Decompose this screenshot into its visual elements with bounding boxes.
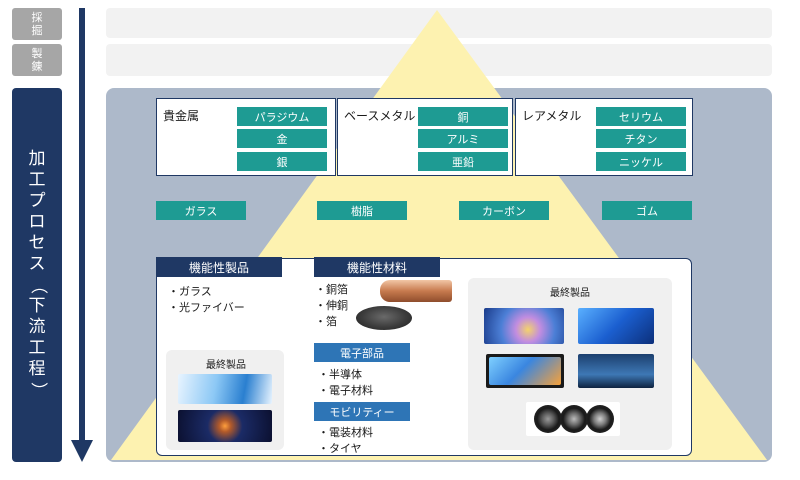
category-title: ベースメタル: [344, 109, 416, 123]
copper-foil-image: [380, 280, 452, 302]
category-title: 貴金属: [163, 109, 200, 123]
stage-processing-char: プ: [28, 191, 46, 211]
process-arrow-shaft: [79, 8, 85, 442]
bullet-item: ・タイヤ: [318, 442, 362, 455]
bullet-item: ・箔: [315, 315, 337, 328]
bullet-item: ・半導体: [318, 368, 362, 381]
final-products-right-panel: 最終製品: [468, 278, 672, 450]
material-glass: ガラス: [156, 201, 246, 220]
stage-mining-char: 採: [31, 11, 43, 24]
stage-processing-char: 流: [28, 317, 46, 337]
stage-processing-char: 程: [28, 359, 46, 379]
stage-mining-char: 掘: [31, 24, 43, 37]
final-products-title: 最終製品: [550, 288, 590, 299]
stage-processing-char: 加: [28, 149, 46, 169]
tablet-image: [486, 354, 564, 388]
bullet-item: ・銅箔: [315, 283, 348, 296]
functional-materials-tab: 機能性材料: [314, 257, 440, 277]
stage-refining-char: 製: [31, 47, 43, 60]
final-products-title: 最終製品: [206, 360, 246, 371]
category-title: レアメタル: [522, 109, 582, 123]
process-arrow-head: [71, 440, 93, 462]
category-base-metals: ベースメタル 銅 アルミ 亜鉛: [337, 98, 513, 176]
bullet-item: ・電子材料: [318, 384, 373, 397]
car-image: [578, 354, 654, 388]
bullet-item: ・ガラス: [168, 285, 212, 298]
material-chip: アルミ: [418, 129, 508, 148]
stage-processing-char: 工: [28, 338, 46, 358]
material-chip: ニッケル: [596, 152, 686, 171]
bullet-item: ・電装材料: [318, 426, 373, 439]
material-chip: 銀: [237, 152, 327, 171]
mobility-tab: モビリティー: [314, 402, 410, 421]
stage-processing-char: セ: [28, 233, 46, 253]
stage-mining: 採 掘: [12, 8, 62, 40]
functional-products-tab: 機能性製品: [156, 257, 282, 277]
material-chip: セリウム: [596, 107, 686, 126]
stage-processing: 加 工 プ ロ セ ス （ 下 流 工 程 ）: [12, 88, 62, 462]
stage-refining: 製 錬: [12, 44, 62, 76]
final-products-left-panel: 最終製品: [166, 350, 284, 450]
category-rare-metals: レアメタル セリウム チタン ニッケル: [515, 98, 693, 176]
material-resin: 樹脂: [317, 201, 407, 220]
material-carbon: カーボン: [459, 201, 549, 220]
fiber-cable-image: [178, 410, 272, 442]
bullet-item: ・伸銅: [315, 299, 348, 312]
stage-processing-char: 工: [28, 170, 46, 190]
stage-processing-char: 下: [28, 296, 46, 316]
material-chip: 亜鉛: [418, 152, 508, 171]
chip-image: [578, 308, 654, 344]
stage-processing-char: ス: [28, 254, 46, 274]
optical-fiber-image: [178, 374, 272, 404]
copper-powder-image: [356, 306, 412, 330]
material-rubber: ゴム: [602, 201, 692, 220]
material-chip: 金: [237, 129, 327, 148]
semiconductor-wafer-image: [484, 308, 564, 344]
material-chip: チタン: [596, 129, 686, 148]
material-chip: パラジウム: [237, 107, 327, 126]
stage-refining-char: 錬: [31, 60, 43, 73]
tires-image: [526, 402, 620, 436]
material-chip: 銅: [418, 107, 508, 126]
category-precious-metals: 貴金属 パラジウム 金 銀: [156, 98, 336, 176]
stage-processing-char: ロ: [28, 212, 46, 232]
electronics-tab: 電子部品: [314, 343, 410, 362]
bullet-item: ・光ファイバー: [168, 301, 245, 314]
